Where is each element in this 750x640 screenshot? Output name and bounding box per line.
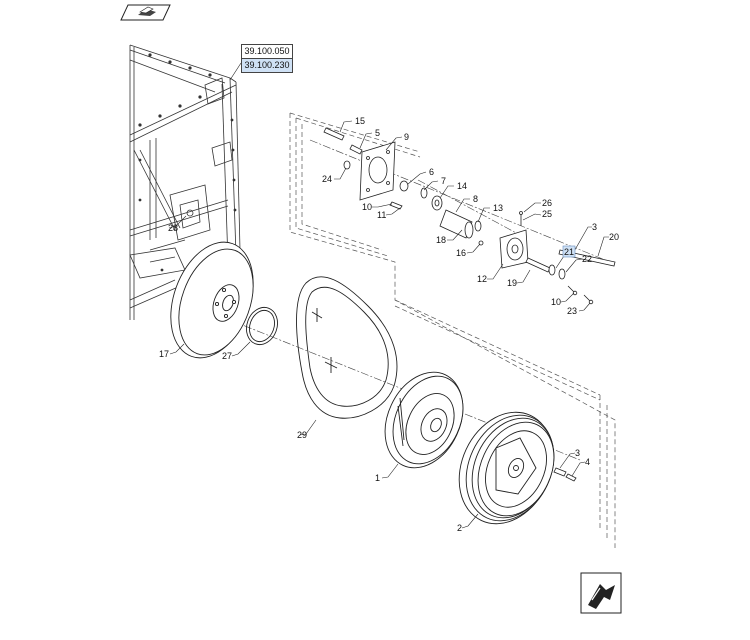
callout-labels: 15 5 9 24 6 7 14 10 11 8 13 18 16 26 25 …	[159, 116, 619, 533]
bolts-3-4	[553, 467, 577, 482]
callout-17[interactable]: 17	[159, 349, 169, 359]
callout-23[interactable]: 23	[567, 306, 577, 316]
callout-21-highlight	[562, 245, 576, 258]
callout-22[interactable]: 22	[582, 254, 592, 264]
callout-21[interactable]: 21	[564, 247, 574, 257]
reference-link-39-100-230[interactable]: 39.100.230	[241, 58, 293, 73]
callout-12[interactable]: 12	[477, 274, 487, 284]
dish-pulley-17	[170, 241, 254, 359]
callout-1[interactable]: 1	[375, 473, 380, 483]
return-arrow-icon[interactable]	[580, 572, 622, 614]
callout-18[interactable]: 18	[436, 235, 446, 245]
callout-26[interactable]: 26	[542, 198, 552, 208]
callout-8[interactable]: 8	[473, 194, 478, 204]
upper-hub-parts	[323, 127, 616, 305]
frame-fasteners	[138, 53, 237, 272]
callout-15[interactable]: 15	[355, 116, 365, 126]
callout-10-lower[interactable]: 10	[551, 297, 561, 307]
callout-7[interactable]: 7	[441, 176, 446, 186]
callout-29[interactable]: 29	[297, 430, 307, 440]
callout-4[interactable]: 4	[585, 457, 590, 467]
reference-link-39-100-050[interactable]: 39.100.050	[241, 44, 293, 59]
leader-lines	[168, 62, 609, 529]
machine-frame	[129, 44, 241, 320]
assembly-phantom-outline	[289, 112, 616, 548]
callout-3-lower[interactable]: 3	[575, 448, 580, 458]
callout-13[interactable]: 13	[493, 203, 503, 213]
pulley-2	[458, 411, 555, 525]
callout-14[interactable]: 14	[457, 181, 467, 191]
callout-27[interactable]: 27	[222, 351, 232, 361]
callout-24[interactable]: 24	[322, 174, 332, 184]
callout-2[interactable]: 2	[457, 523, 462, 533]
callout-28[interactable]: 28	[168, 223, 178, 233]
pulley-1	[384, 371, 464, 469]
book-flip-icon[interactable]	[120, 4, 171, 21]
o-ring-27	[246, 306, 278, 346]
callout-20[interactable]: 20	[609, 232, 619, 242]
callout-5[interactable]: 5	[375, 128, 380, 138]
v-belt-29	[296, 276, 398, 419]
callout-19[interactable]: 19	[507, 278, 517, 288]
callout-16[interactable]: 16	[456, 248, 466, 258]
callout-9[interactable]: 9	[404, 132, 409, 142]
callout-25[interactable]: 25	[542, 209, 552, 219]
callout-3-upper[interactable]: 3	[592, 222, 597, 232]
callout-10-upper[interactable]: 10	[362, 202, 372, 212]
callout-6[interactable]: 6	[429, 167, 434, 177]
callout-11[interactable]: 11	[377, 210, 386, 220]
